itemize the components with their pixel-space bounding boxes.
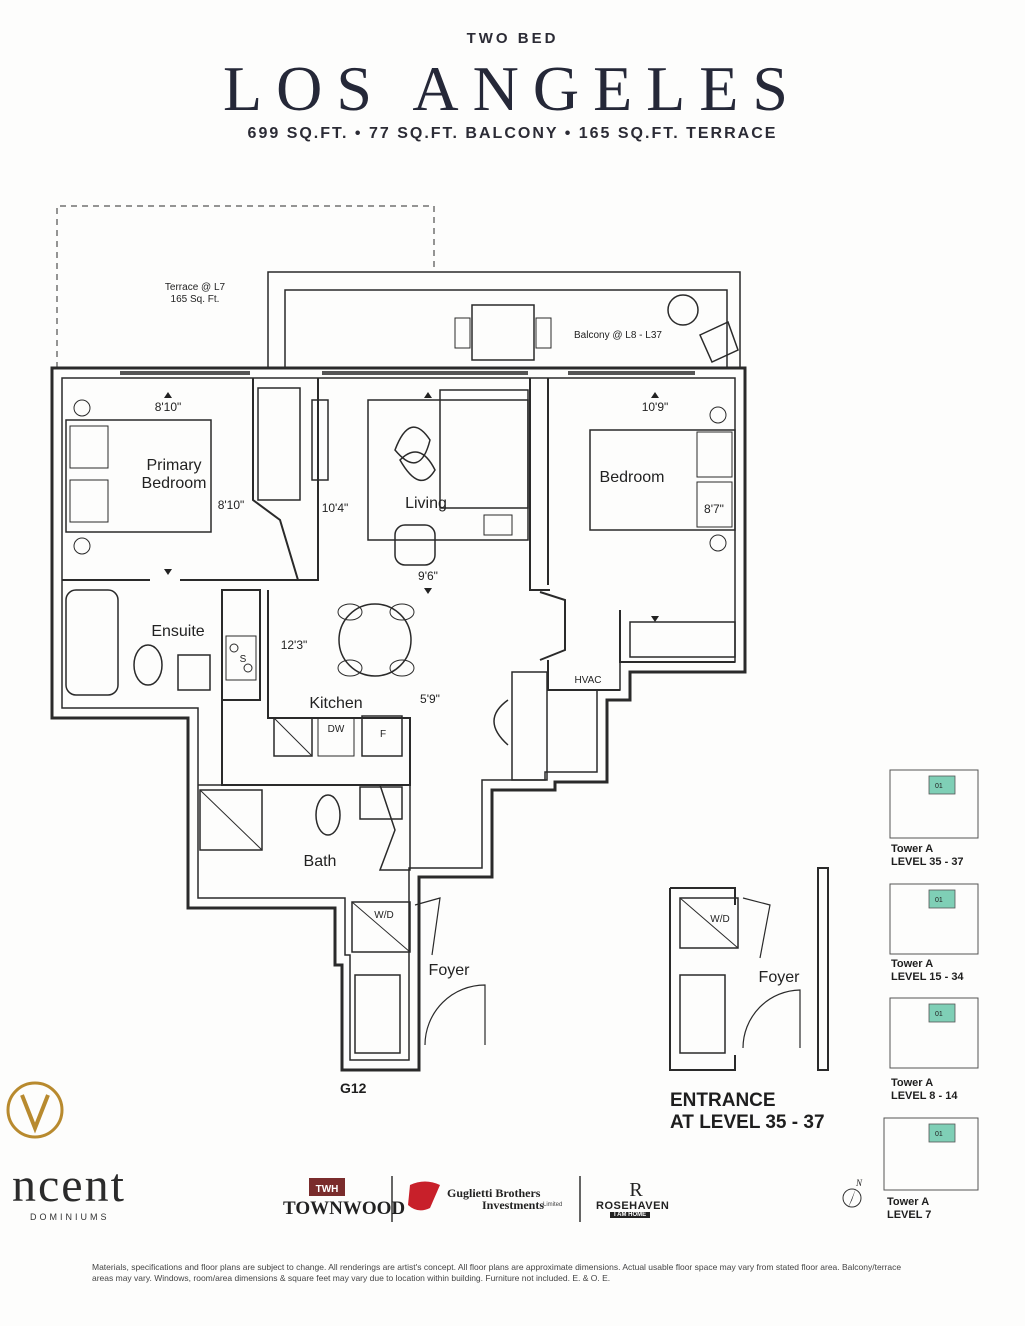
washer-dryer-label: W/D [374, 910, 393, 921]
stove-label: S [240, 654, 247, 665]
svg-text:N: N [855, 1178, 863, 1188]
vincent-wordmark: ncent [12, 1159, 126, 1212]
rosehaven-tagline: I AM HOME [610, 1212, 651, 1218]
dim-bedroom-depth: 8'7" [704, 502, 724, 516]
key-plan-label-1: Tower A LEVEL 35 - 37 [891, 843, 964, 868]
key-plan-label-2: Tower A LEVEL 15 - 34 [891, 958, 964, 983]
entrance-inset-walls [669, 867, 829, 1071]
room-primary-bedroom: Primary [146, 457, 201, 474]
townwood-logo-icon: TWH [309, 1178, 345, 1196]
key-plan-label-3: Tower A LEVEL 8 - 14 [891, 1077, 958, 1102]
terrace-label: Terrace @ L7 [165, 282, 226, 293]
room-ensuite: Ensuite [151, 623, 204, 640]
room-bath: Bath [304, 853, 337, 870]
entrance-caption-line2: AT LEVEL 35 - 37 [670, 1112, 825, 1133]
guglietti-logo-icon [408, 1181, 440, 1211]
interior-walls [62, 378, 735, 701]
key-unit-1: 01 [935, 783, 943, 790]
vincent-subtitle: DOMINIUMS [30, 1212, 110, 1222]
key-plans: 01 01 01 01 [883, 769, 979, 1191]
rosehaven-logo-icon: R [629, 1179, 643, 1201]
vincent-logo-icon [6, 1081, 64, 1139]
room-foyer: Foyer [429, 962, 471, 979]
rosehaven-wordmark: ROSEHAVEN [596, 1200, 670, 1212]
townwood-wordmark: TOWNWOOD [283, 1198, 406, 1219]
hvac-label: HVAC [574, 675, 601, 686]
svg-text:TWH: TWH [316, 1184, 339, 1195]
dim-primary-width: 8'10" [155, 400, 182, 414]
fridge-label: F [380, 729, 386, 740]
room-living: Living [405, 495, 447, 512]
entrance-washer-dryer-label: W/D [710, 914, 729, 925]
unit-code: G12 [340, 1080, 367, 1096]
legal-disclaimer: Materials, specifications and floor plan… [92, 1262, 902, 1283]
key-unit-4: 01 [935, 1131, 943, 1138]
north-arrow-icon: N [842, 1178, 863, 1208]
svg-text:R: R [629, 1179, 643, 1201]
balcony-outline [267, 271, 741, 368]
room-bedroom: Bedroom [600, 469, 665, 486]
entrance-foyer-label: Foyer [759, 969, 801, 986]
plan-type: TWO BED [466, 30, 559, 47]
dim-living-depth: 9'6" [418, 569, 438, 583]
room-primary-bedroom-2: Bedroom [142, 475, 207, 492]
dim-primary-depth: 8'10" [218, 498, 245, 512]
dim-kitchen-width: 12'3" [281, 638, 308, 652]
balcony-label: Balcony @ L8 - L37 [574, 330, 662, 341]
exterior-wall [50, 366, 747, 1072]
room-kitchen: Kitchen [309, 695, 362, 712]
guglietti-wordmark-2: Investments [482, 1198, 544, 1212]
dishwasher-label: DW [328, 724, 345, 735]
key-unit-2: 01 [935, 897, 943, 904]
plan-area-summary: 699 SQ.FT. • 77 SQ.FT. BALCONY • 165 SQ.… [247, 125, 778, 142]
terrace-area: 165 Sq. Ft. [171, 294, 220, 305]
key-plan-label-4: Tower A LEVEL 7 [887, 1196, 932, 1221]
entrance-caption: ENTRANCE AT LEVEL 35 - 37 [670, 1090, 825, 1134]
entrance-caption-line1: ENTRANCE [670, 1090, 776, 1111]
dim-bedroom-width: 10'9" [642, 400, 669, 414]
plan-title: LOS ANGELES [223, 53, 802, 124]
key-unit-3: 01 [935, 1011, 943, 1018]
dim-living-width: 10'4" [322, 501, 349, 515]
guglietti-suffix: Limited [543, 1202, 563, 1208]
guglietti-wordmark: Guglietti Brothers [447, 1186, 541, 1200]
dim-kitchen-depth: 5'9" [420, 692, 440, 706]
terrace-outline [56, 205, 435, 368]
